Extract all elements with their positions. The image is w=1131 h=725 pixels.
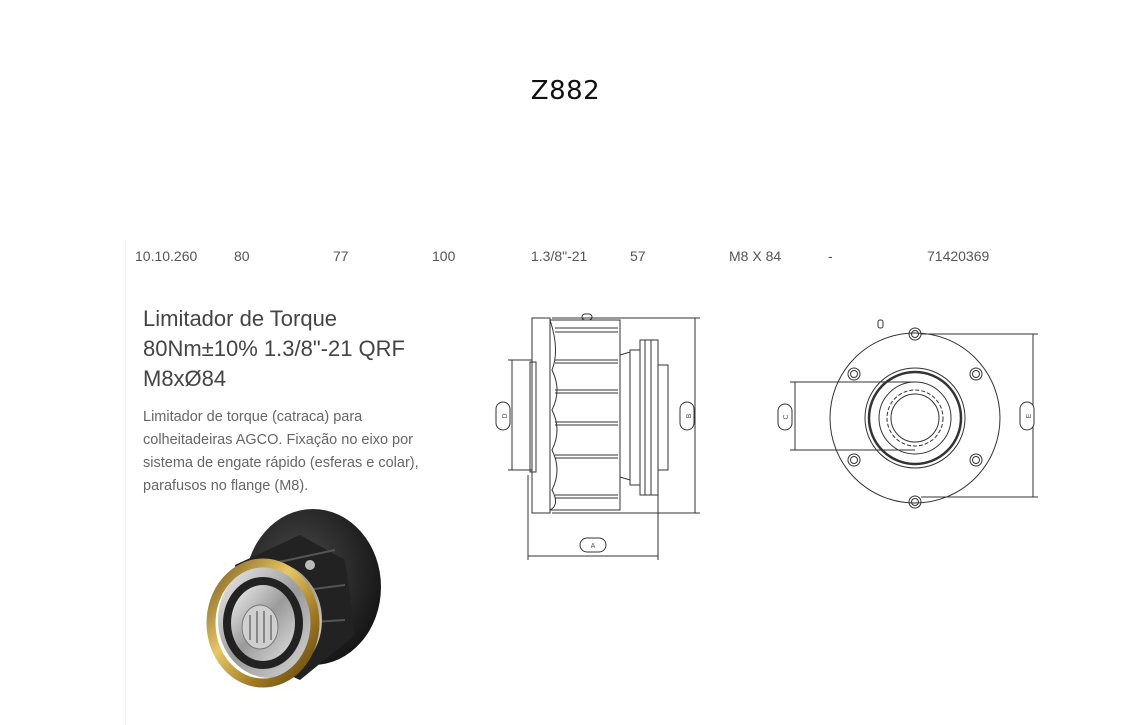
- front-view-drawing: C E: [777, 319, 1038, 509]
- side-view-drawing: B D A: [495, 313, 700, 560]
- description-line: parafusos no flange (M8).: [143, 478, 309, 494]
- heading-line: M8xØ84: [143, 366, 227, 391]
- spec-spline: 1.3/8"-21: [531, 248, 588, 264]
- description-line: Limitador de torque (catraca) para: [143, 409, 363, 425]
- svg-text:B: B: [686, 413, 693, 418]
- description-line: sistema de engate rápido (esferas e cola…: [143, 455, 419, 471]
- svg-text:C: C: [783, 414, 790, 419]
- spec-col8: -: [828, 248, 833, 264]
- svg-text:E: E: [1026, 413, 1033, 418]
- spec-col6: 57: [630, 248, 646, 264]
- product-photo: [206, 509, 381, 688]
- svg-text:A: A: [591, 543, 596, 550]
- description-line: colheitadeiras AGCO. Fixação no eixo por: [143, 432, 413, 448]
- heading-line: 80Nm±10% 1.3/8"-21 QRF: [143, 336, 405, 361]
- spec-col3: 77: [333, 248, 349, 264]
- heading-line: Limitador de Torque: [143, 306, 338, 331]
- document-title: Z882: [530, 76, 601, 106]
- spec-bolts: M8 X 84: [729, 248, 782, 264]
- spec-col4: 100: [432, 248, 456, 264]
- divider-line: [125, 240, 126, 725]
- spec-code: 10.10.260: [135, 248, 198, 264]
- spec-col2: 80: [234, 248, 250, 264]
- spec-part-number: 71420369: [927, 248, 990, 264]
- product-description: Limitador de torque (catraca) para colhe…: [143, 406, 433, 498]
- svg-text:D: D: [502, 413, 509, 418]
- product-heading: Limitador de Torque 80Nm±10% 1.3/8"-21 Q…: [143, 304, 443, 394]
